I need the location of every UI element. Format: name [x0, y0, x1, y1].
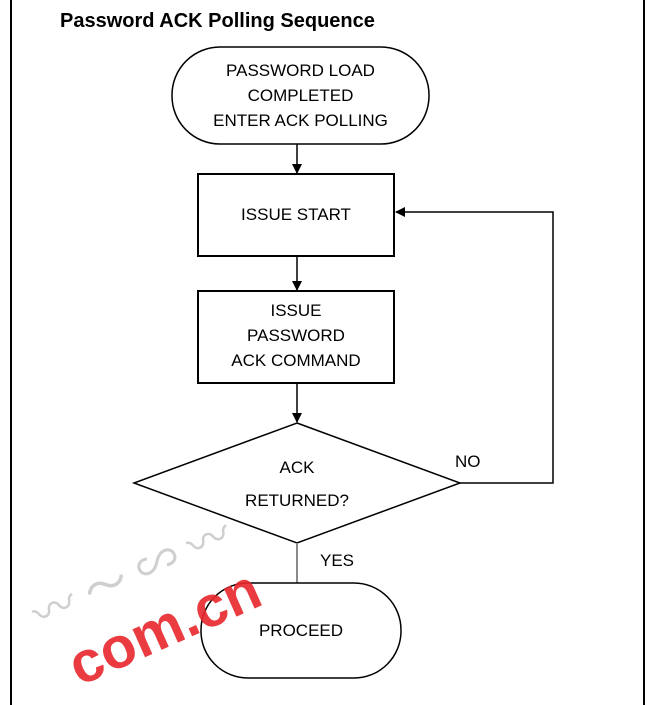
issue-password-box [197, 290, 395, 384]
issue-password-label-line-1: ISSUE [270, 301, 322, 320]
frame-right-border [643, 0, 645, 705]
proceed-label-line-1: PROCEED [258, 621, 344, 640]
yes-edge-label: YES [320, 551, 355, 570]
decision-label-line-1: ACK [279, 458, 315, 477]
proceed-label: PROCEED [201, 618, 401, 643]
issue-start-label-line-1: ISSUE START [241, 205, 351, 224]
start-label-line-3: ENTER ACK POLLING [213, 111, 388, 130]
decision-label: ACK RETURNED? [197, 451, 397, 517]
start-label: PASSWORD LOAD COMPLETED ENTER ACK POLLIN… [172, 58, 429, 133]
no-edge-label: NO [455, 452, 481, 471]
frame-left-border [10, 0, 12, 705]
diagram-title: Password ACK Polling Sequence [60, 10, 375, 32]
start-terminator [171, 46, 430, 145]
issue-start-label: ISSUE START [198, 202, 394, 227]
connector-no-loop [395, 207, 554, 484]
start-label-line-2: COMPLETED [247, 86, 354, 105]
start-label-line-1: PASSWORD LOAD [226, 61, 375, 80]
issue-start-box [197, 173, 395, 257]
issue-password-label: ISSUE PASSWORD ACK COMMAND [198, 298, 394, 373]
issue-password-label-line-3: ACK COMMAND [231, 351, 361, 370]
issue-password-label-line-2: PASSWORD [247, 326, 345, 345]
proceed-terminator [200, 582, 402, 679]
decision-label-line-2: RETURNED? [245, 491, 349, 510]
